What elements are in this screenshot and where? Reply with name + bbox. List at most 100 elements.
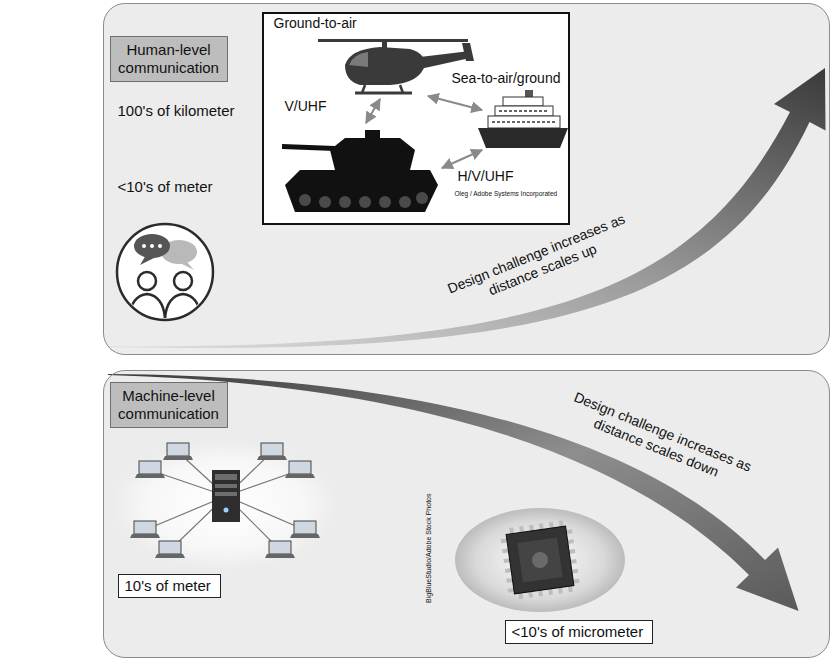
chip-picture xyxy=(455,508,625,612)
chip-picture xyxy=(455,508,625,612)
laptop-icon xyxy=(290,534,320,538)
laptop-icon xyxy=(163,443,193,460)
chip-picture xyxy=(499,519,580,600)
helicopter-picture xyxy=(345,47,425,85)
conversation-icon xyxy=(174,272,192,290)
laptop-icon xyxy=(265,554,295,558)
laptop-icon xyxy=(163,456,193,460)
tank-picture xyxy=(416,192,428,204)
distance-tag: 10's of meter xyxy=(118,574,221,598)
network-picture xyxy=(215,492,237,496)
laptop-icon xyxy=(289,461,311,474)
conversation-icon xyxy=(150,244,154,248)
band-label: V/UHF xyxy=(285,98,327,115)
conversation-icon xyxy=(129,294,165,318)
label-text: Human-level communication xyxy=(117,41,221,77)
ship-picture xyxy=(488,116,560,128)
network-picture xyxy=(113,441,337,569)
conversation-icon xyxy=(140,255,156,265)
network-picture xyxy=(145,452,305,550)
ship-picture xyxy=(478,128,568,148)
tank-picture xyxy=(359,196,371,208)
helicopter-picture xyxy=(362,85,365,93)
network-picture xyxy=(113,441,337,569)
ship-picture xyxy=(492,121,556,123)
link-arrow xyxy=(442,150,482,168)
trend-arrow xyxy=(108,374,799,611)
network-picture xyxy=(130,443,320,558)
ship-picture xyxy=(495,106,553,116)
tank-picture xyxy=(282,130,438,212)
level-panel: Machine-level communication 10's of meter… xyxy=(103,370,830,658)
chip-picture xyxy=(499,519,580,600)
ship-picture xyxy=(478,90,568,148)
label-text: <10's of micrometer xyxy=(512,623,646,641)
conversation-icon xyxy=(129,234,201,318)
link-arrow xyxy=(366,99,380,123)
laptop-icon xyxy=(269,541,291,554)
tank-picture xyxy=(365,130,380,138)
laptop-icon xyxy=(285,474,315,478)
helicopter-picture xyxy=(462,43,474,61)
laptop-icon xyxy=(135,461,165,478)
laptop-icon xyxy=(290,521,320,538)
laptop-icon xyxy=(265,541,295,558)
link-label: Ground-to-air xyxy=(274,15,357,32)
label-text: Machine-level communication xyxy=(117,387,221,423)
laptop-icon xyxy=(257,443,287,460)
chip-picture xyxy=(531,551,549,569)
conversation-icon xyxy=(165,294,201,318)
laptop-icon xyxy=(139,461,161,474)
tank-picture xyxy=(399,196,411,208)
trend-label: Design challenge increases as distance s… xyxy=(549,382,770,497)
band-label: H/V/UHF xyxy=(458,168,514,185)
helicopter-picture xyxy=(349,52,368,67)
network-picture xyxy=(215,484,237,488)
level-label: Human-level communication xyxy=(110,36,228,82)
panel-ground xyxy=(103,370,830,658)
helicopter-picture xyxy=(318,39,468,42)
laptop-icon xyxy=(294,521,316,534)
helicopter-picture xyxy=(400,85,403,93)
laptop-icon xyxy=(257,456,287,460)
level-label: Machine-level communication xyxy=(110,382,228,428)
conversation-icon xyxy=(158,244,162,248)
ship-picture xyxy=(499,110,549,112)
tank-picture xyxy=(282,144,335,151)
tank-picture xyxy=(379,196,391,208)
chip-picture xyxy=(517,537,562,582)
tank-picture xyxy=(330,138,415,170)
panel-ground xyxy=(103,3,830,355)
laptop-icon xyxy=(159,541,181,554)
chip-picture xyxy=(506,526,574,594)
helicopter-picture xyxy=(318,39,474,93)
tank-picture xyxy=(285,170,438,212)
range-label: <10's of meter xyxy=(118,178,213,196)
trend-label: Design challenge increases as distance s… xyxy=(429,204,650,319)
laptop-icon xyxy=(130,534,160,538)
illustration-frame: Ground-to-airSea-to-air/groundV/UHFH/V/U… xyxy=(262,12,570,225)
trend-arrow xyxy=(108,68,826,348)
laptop-icon xyxy=(285,461,315,478)
label-text: 10's of meter xyxy=(125,577,214,595)
laptop-icon xyxy=(155,554,185,558)
laptop-icon xyxy=(261,443,283,456)
network-picture xyxy=(212,470,240,522)
image-credit: BigBlueStudio/Adobe Stock Photos xyxy=(425,493,433,602)
link-arrow xyxy=(428,96,482,110)
image-credit: Oleg / Adobe Systems Incorporated xyxy=(455,190,558,198)
laptop-icon xyxy=(134,521,156,534)
conversation-icon xyxy=(117,224,213,320)
laptop-icon xyxy=(155,541,185,558)
tank-picture xyxy=(319,196,331,208)
laptop-icon xyxy=(135,474,165,478)
level-panel: Human-level communication Ground-to-airSe… xyxy=(103,3,830,355)
conversation-icon xyxy=(117,224,213,320)
range-label: 100's of kilometer xyxy=(118,102,235,120)
frame-ground xyxy=(262,12,570,225)
conversation-icon xyxy=(134,234,170,258)
helicopter-picture xyxy=(420,51,470,69)
laptop-icon xyxy=(130,521,160,538)
ship-picture xyxy=(503,97,543,106)
